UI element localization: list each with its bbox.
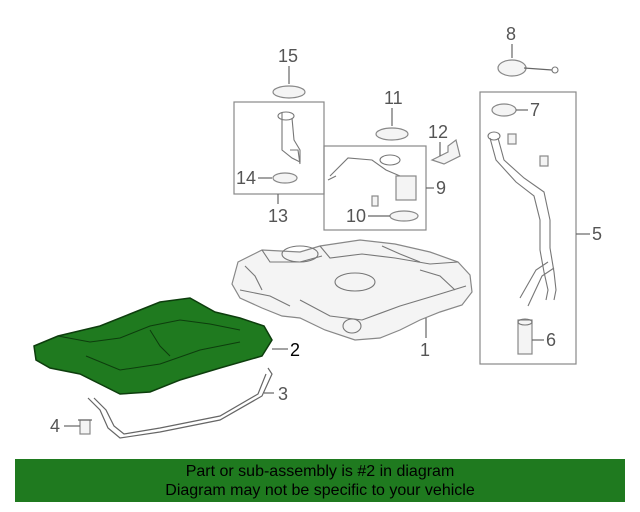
lock-ring-top[interactable] [272,85,306,99]
callout-13[interactable]: 13 [268,206,288,226]
fuel-pump-module[interactable] [277,111,301,165]
vent-hose[interactable] [517,318,533,355]
callout-2[interactable]: 2 [290,340,300,360]
callout-12[interactable]: 12 [428,122,448,142]
cap-bolt[interactable] [507,133,549,167]
pump-seal[interactable] [272,172,298,184]
info-banner: Part or sub-assembly is #2 in diagram Di… [15,459,625,502]
callout-10[interactable]: 10 [346,206,366,226]
sender-seal[interactable] [389,210,419,222]
callout-3[interactable]: 3 [278,384,288,404]
banner-line-1: Part or sub-assembly is #2 in diagram [185,463,455,480]
callout-6[interactable]: 6 [546,330,556,350]
fuel-cap[interactable] [497,59,559,77]
callout-5[interactable]: 5 [592,224,602,244]
callout-15[interactable]: 15 [278,46,298,66]
fuel-sender[interactable] [327,154,417,201]
callout-11[interactable]: 11 [384,88,403,108]
banner-line-2: Diagram may not be specific to your vehi… [165,482,475,499]
fuel-tank[interactable] [231,239,473,341]
callout-9[interactable]: 9 [436,178,446,198]
bolt[interactable] [78,419,92,435]
bracket[interactable] [430,138,461,165]
callout-4[interactable]: 4 [50,416,60,436]
lock-ring-sender[interactable] [375,127,409,141]
callout-7[interactable]: 7 [530,100,540,120]
callout-14[interactable]: 14 [236,168,256,188]
filler-cap-housing[interactable] [491,103,517,117]
filler-pipe-box [479,91,577,365]
fuel-tank-strap[interactable] [87,367,273,439]
callout-1[interactable]: 1 [420,340,430,360]
parts-diagram: 1 2 3 4 5 6 7 8 9 10 11 12 13 14 15 [33,24,602,439]
filler-pipe[interactable] [487,131,557,307]
callout-8[interactable]: 8 [506,24,516,44]
fuel-tank-shield-highlighted[interactable] [33,297,273,395]
sender-filter[interactable] [371,195,379,207]
